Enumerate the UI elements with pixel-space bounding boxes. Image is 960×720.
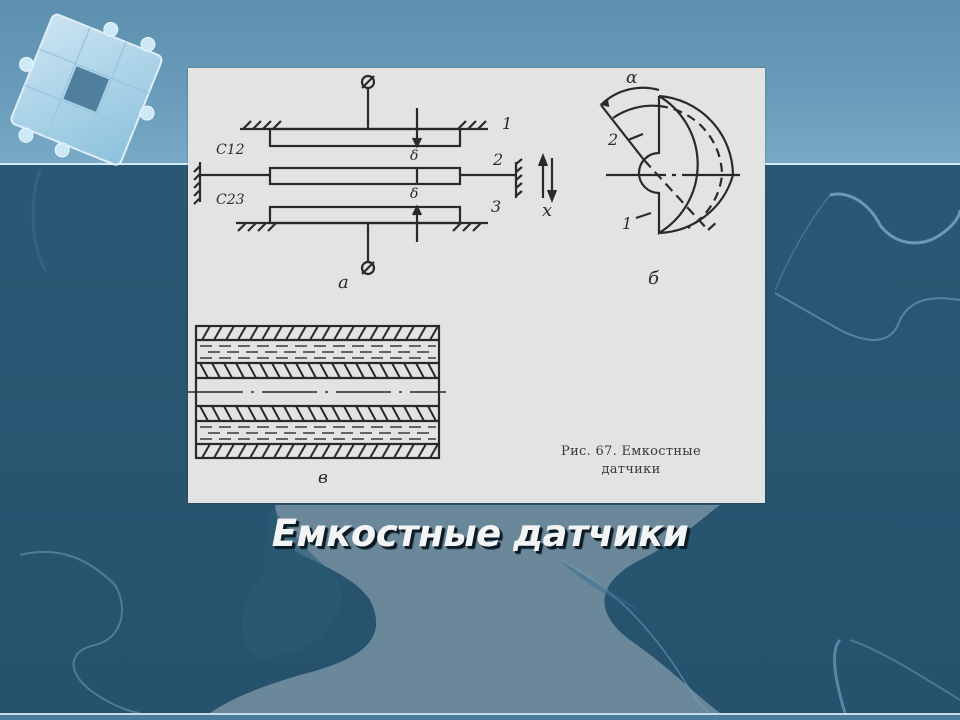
capacitive-sensor-diagrams	[188, 74, 740, 460]
puzzle-pieces-icon	[10, 13, 163, 166]
label-gap-top: δ	[410, 148, 419, 164]
caption-line-2: датчики	[601, 462, 661, 477]
label-diagram-a: а	[338, 272, 349, 293]
label-plate-1: 1	[502, 114, 513, 133]
caption-line-1: Рис. 67. Емкостные	[561, 444, 701, 459]
label-c12: C12	[216, 142, 245, 158]
label-motion-x: x	[542, 200, 553, 221]
slide-title: Емкостные датчики	[271, 512, 689, 555]
label-plate-2: 2	[493, 150, 504, 169]
label-gap-bottom: δ	[410, 186, 419, 202]
footer-band	[0, 715, 960, 720]
label-angle-alpha: α	[626, 68, 638, 88]
label-diagram-b: б	[648, 268, 659, 289]
label-diagram-v: в	[318, 468, 328, 488]
label-sector-1: 1	[622, 214, 633, 233]
label-plate-3: 3	[491, 197, 502, 216]
figure-caption: Рис. 67. Емкостные датчики	[526, 443, 736, 479]
figure-image: C12 C23 1 2 3 δ δ x а α 2 1 б в Рис. 67.…	[188, 68, 765, 503]
label-c23: C23	[216, 192, 245, 208]
label-sector-2: 2	[608, 130, 619, 149]
footer-divider	[0, 713, 960, 715]
